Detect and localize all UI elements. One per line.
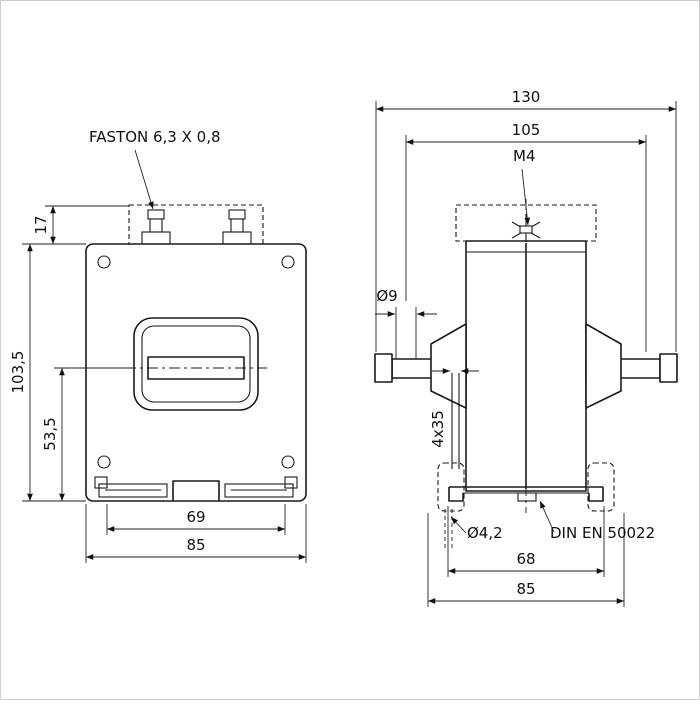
primary-window	[125, 317, 267, 411]
faston-callout: FASTON 6,3 X 0,8	[89, 128, 221, 210]
dia42-label: Ø4,2	[467, 524, 503, 542]
dim-total-height: 103,5	[9, 243, 86, 502]
corner-holes	[97, 255, 295, 469]
front-dimensions: 17 103,5 53,5 69 85	[9, 128, 307, 563]
dim-dia9-text: Ø9	[376, 287, 397, 305]
faston-terminal-left	[141, 209, 171, 245]
mounting-feet	[94, 476, 298, 501]
dim-hole-spacing-text: 105	[512, 121, 541, 139]
faston-label: FASTON 6,3 X 0,8	[89, 128, 221, 146]
dim-slot: 4x35	[429, 368, 479, 448]
side-dimensions: 130 105 Ø9 4x35 68	[375, 88, 677, 607]
dim-base-outer: 85	[427, 513, 625, 607]
dim-base-inner: 68	[447, 506, 605, 577]
din-callout: DIN EN 50022	[539, 500, 655, 542]
dim-body-width: 85	[85, 504, 307, 563]
dim-base-inner-text: 68	[516, 550, 535, 568]
m4-callout: M4	[513, 147, 536, 226]
dim-slot-text: 4x35	[429, 410, 447, 448]
dim-lower-height-text: 53,5	[41, 417, 59, 450]
dim-body-width-text: 85	[186, 536, 205, 554]
rail-clips-dashed	[437, 462, 615, 548]
dim-foot-span-text: 69	[186, 508, 205, 526]
dim-terminal-height: 17	[32, 205, 129, 245]
din-label: DIN EN 50022	[550, 524, 655, 542]
m4-screw	[511, 214, 541, 242]
front-view	[85, 204, 307, 502]
dim-dia9: Ø9	[375, 287, 437, 359]
din-rail-foot	[448, 486, 604, 502]
dim-overall-width-text: 130	[512, 88, 541, 106]
dim-base-outer-text: 85	[516, 580, 535, 598]
side-flanges	[430, 323, 622, 409]
dim-lower-height: 53,5	[41, 367, 125, 501]
side-view	[374, 199, 678, 548]
dim-foot-span: 69	[106, 504, 286, 535]
faston-terminal-right	[222, 209, 252, 245]
m4-label: M4	[513, 147, 536, 165]
dia42-callout: Ø4,2	[450, 516, 503, 542]
dim-overall-width: 130	[375, 88, 677, 352]
mounting-slot	[451, 373, 460, 469]
dim-hole-spacing: 105	[405, 121, 647, 352]
dim-terminal-height-text: 17	[32, 215, 50, 234]
dim-total-height-text: 103,5	[9, 351, 27, 394]
